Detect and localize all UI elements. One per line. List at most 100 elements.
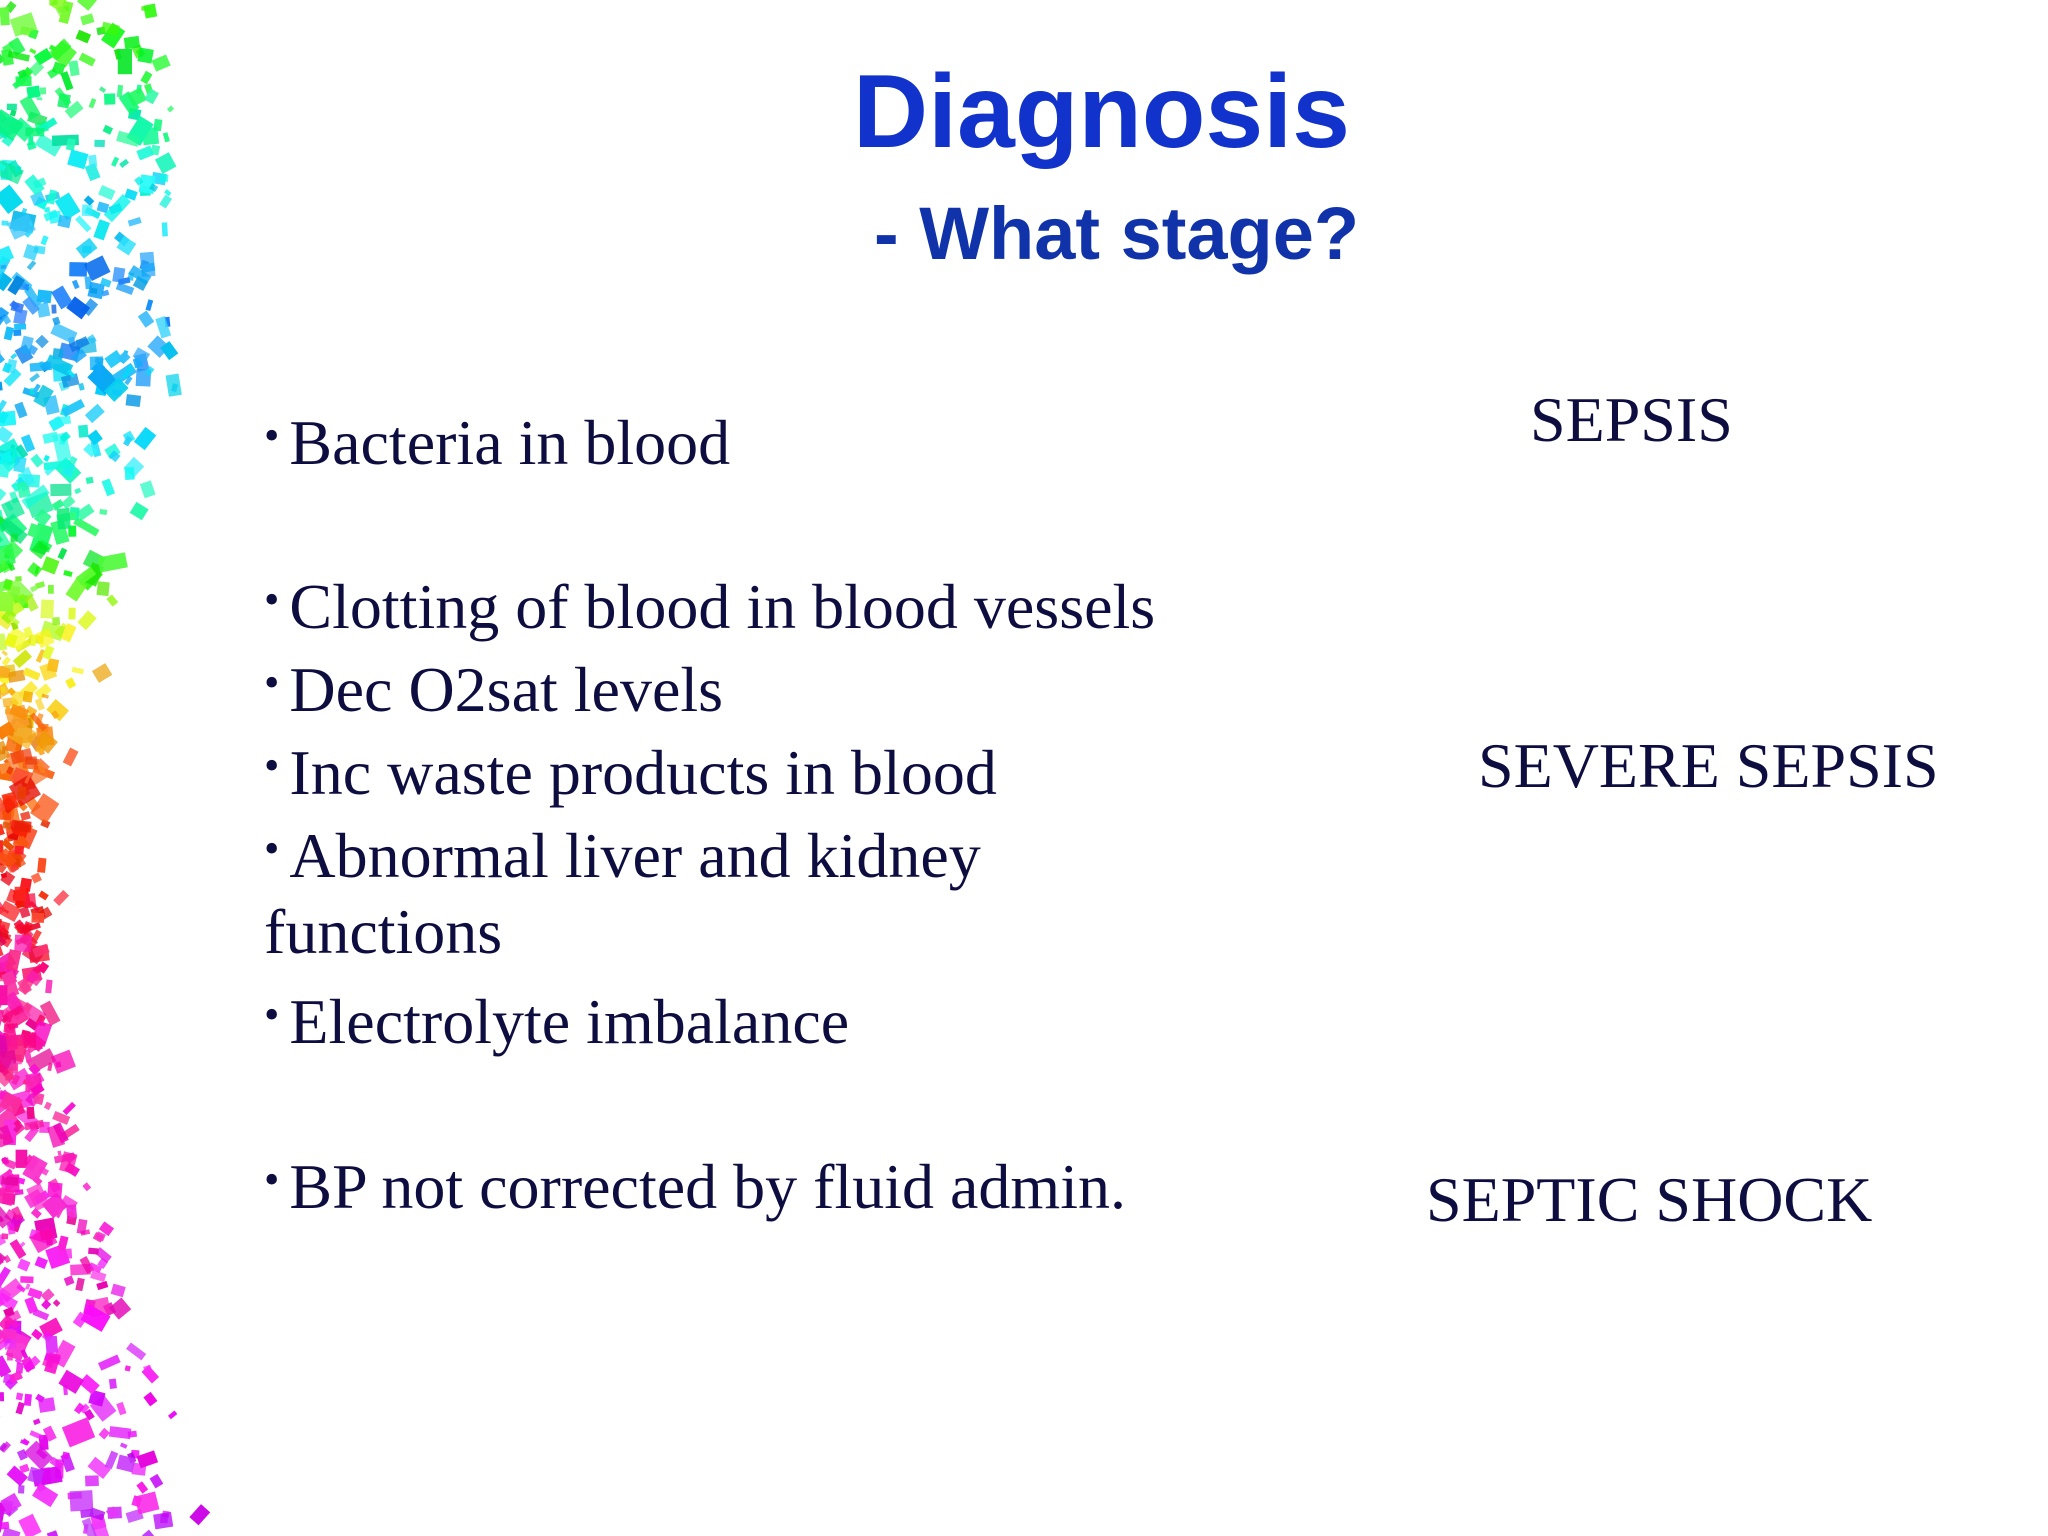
confetti-piece xyxy=(30,540,50,560)
confetti-piece xyxy=(98,1354,121,1371)
confetti-piece xyxy=(16,1284,26,1293)
confetti-piece xyxy=(117,48,133,75)
confetti-piece xyxy=(18,1513,42,1536)
confetti-piece xyxy=(0,245,15,266)
confetti-piece xyxy=(1,1157,9,1164)
confetti-piece xyxy=(20,1349,29,1359)
confetti-piece xyxy=(87,1456,111,1479)
confetti-piece xyxy=(106,594,119,607)
confetti-piece xyxy=(50,322,78,344)
confetti-piece xyxy=(0,1492,22,1514)
confetti-piece xyxy=(89,287,98,294)
confetti-piece xyxy=(0,51,6,64)
confetti-piece xyxy=(127,87,147,107)
confetti-piece xyxy=(116,235,137,256)
confetti-piece xyxy=(44,207,50,213)
confetti-piece xyxy=(4,1023,18,1051)
confetti-piece xyxy=(0,426,13,444)
confetti-piece xyxy=(60,623,77,643)
confetti-piece xyxy=(63,569,73,577)
confetti-piece xyxy=(56,508,71,530)
confetti-piece xyxy=(71,279,80,290)
confetti-piece xyxy=(129,501,149,521)
confetti-piece xyxy=(13,456,27,473)
confetti-piece xyxy=(75,503,95,521)
confetti-piece xyxy=(0,1325,8,1345)
confetti-piece xyxy=(88,154,98,168)
confetti-piece xyxy=(68,336,90,353)
confetti-piece xyxy=(0,900,22,923)
confetti-piece xyxy=(0,517,28,545)
confetti-piece xyxy=(34,730,58,754)
confetti-piece xyxy=(14,1189,24,1196)
confetti-piece xyxy=(12,1063,19,1074)
confetti-piece xyxy=(0,1355,12,1378)
confetti-piece xyxy=(159,194,173,209)
confetti-piece xyxy=(14,845,25,855)
confetti-piece xyxy=(47,1124,66,1148)
confetti-piece xyxy=(46,658,60,673)
confetti-piece xyxy=(57,1150,62,1156)
confetti-piece xyxy=(83,1408,95,1421)
confetti-piece xyxy=(137,47,154,64)
confetti-piece xyxy=(108,450,121,463)
confetti-piece xyxy=(77,0,97,11)
confetti-piece xyxy=(2,362,12,374)
confetti-piece xyxy=(20,434,36,453)
confetti-piece xyxy=(41,298,48,305)
confetti-piece xyxy=(0,924,7,936)
confetti-piece xyxy=(0,264,7,270)
confetti-piece xyxy=(61,495,76,510)
confetti-piece xyxy=(136,1481,149,1494)
confetti-piece xyxy=(29,372,40,383)
confetti-piece xyxy=(0,399,7,413)
confetti-piece xyxy=(14,886,27,902)
confetti-piece xyxy=(73,1402,85,1415)
confetti-piece xyxy=(1,656,11,667)
confetti-piece xyxy=(73,517,100,537)
confetti-piece xyxy=(40,599,55,619)
confetti-piece xyxy=(117,276,131,286)
confetti-piece xyxy=(41,556,60,575)
confetti-piece xyxy=(0,1392,5,1402)
confetti-piece xyxy=(3,326,15,341)
criteria-item: •Abnormal liver and kidney xyxy=(264,809,981,896)
confetti-piece xyxy=(88,1262,103,1273)
confetti-piece xyxy=(43,454,50,462)
confetti-piece xyxy=(57,214,72,229)
confetti-piece xyxy=(0,1249,7,1265)
confetti-piece xyxy=(56,1208,64,1219)
confetti-piece xyxy=(7,213,36,240)
confetti-piece xyxy=(23,243,39,261)
confetti-piece xyxy=(7,50,30,62)
confetti-piece xyxy=(9,863,20,874)
confetti-piece xyxy=(94,1247,112,1263)
confetti-piece xyxy=(108,1378,117,1390)
confetti-piece xyxy=(26,85,41,99)
confetti-piece xyxy=(101,478,116,497)
confetti-piece xyxy=(71,666,84,675)
confetti-piece xyxy=(0,488,7,505)
confetti-piece xyxy=(106,1506,119,1520)
confetti-piece xyxy=(0,451,13,468)
confetti-piece xyxy=(132,347,151,364)
confetti-piece xyxy=(13,308,28,325)
confetti-piece xyxy=(98,1427,111,1440)
confetti-piece xyxy=(15,1392,24,1401)
confetti-piece xyxy=(47,1062,53,1072)
confetti-piece xyxy=(39,87,47,95)
confetti-piece xyxy=(27,523,41,539)
confetti-piece xyxy=(23,1032,37,1048)
rainbow-confetti-border-icon xyxy=(0,0,211,1536)
confetti-piece xyxy=(6,1222,16,1235)
confetti-piece xyxy=(0,410,17,427)
confetti-piece xyxy=(21,484,50,510)
confetti-piece xyxy=(29,361,52,372)
confetti-piece xyxy=(25,1283,31,1290)
confetti-piece xyxy=(29,900,40,913)
confetti-piece xyxy=(42,1425,57,1442)
confetti-piece xyxy=(118,91,140,115)
confetti-piece xyxy=(24,1126,40,1143)
confetti-piece xyxy=(164,189,172,197)
confetti-piece xyxy=(24,1119,45,1131)
